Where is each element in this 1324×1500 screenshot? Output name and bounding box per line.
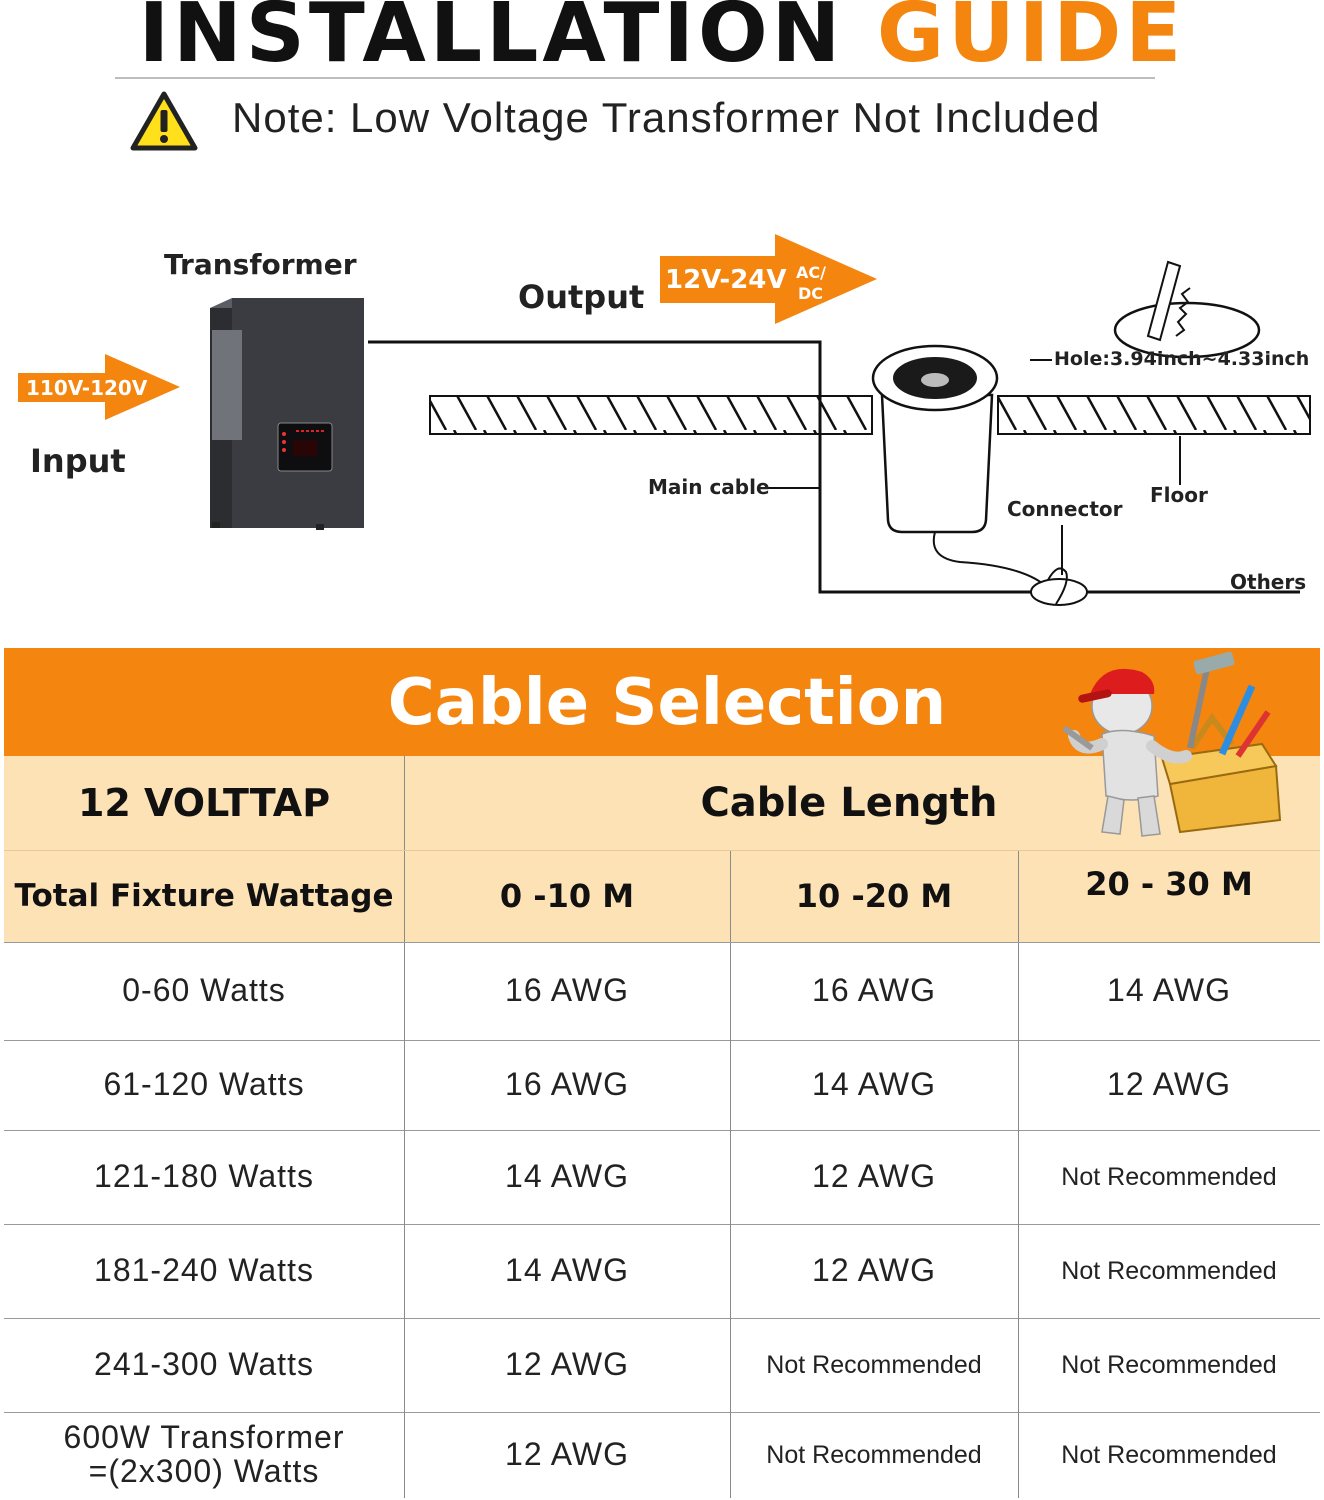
awg-cell: Not Recommended [1061, 1440, 1277, 1469]
installation-diagram: Transformer Output 12V-24V AC/ DC 110V-1… [0, 190, 1324, 630]
hole-size-label: Hole:3.94inch~4.33inch [1054, 348, 1310, 370]
output-type-dc: DC [798, 284, 824, 303]
grid-vline-2 [730, 850, 731, 1498]
grid-hline-row [4, 1318, 1320, 1319]
wattage-cell: 241-300 Watts [94, 1346, 314, 1383]
wattage-cell: 181-240 Watts [94, 1252, 314, 1289]
awg-cell: 14 AWG [505, 1252, 629, 1289]
transformer-icon [210, 298, 364, 530]
grid-hline-header-bottom [4, 942, 1320, 943]
inground-light-icon [871, 344, 1049, 589]
output-label: Output [518, 278, 645, 316]
grid-vline-1 [404, 756, 405, 1498]
awg-cell: Not Recommended [1061, 1350, 1277, 1379]
main-cable-line [368, 340, 1300, 594]
grid-hline-row [4, 1130, 1320, 1131]
grid-hline-row [4, 1224, 1320, 1225]
awg-cell: Not Recommended [766, 1350, 982, 1379]
cable-selection-title: Cable Selection [387, 666, 947, 740]
output-voltage: 12V-24V [665, 265, 787, 295]
awg-cell: Not Recommended [766, 1440, 982, 1469]
connector-icon [1030, 525, 1088, 606]
input-voltage: 110V-120V [26, 376, 148, 400]
awg-cell: 12 AWG [812, 1252, 936, 1289]
grid-hline-row [4, 1040, 1320, 1041]
col-header-20-30m: 20 - 30 M [1085, 865, 1253, 903]
title-word-installation: INSTALLATION [138, 0, 845, 81]
awg-cell: 16 AWG [812, 972, 936, 1009]
wattage-cell: 0-60 Watts [122, 972, 286, 1009]
awg-cell: 14 AWG [812, 1066, 936, 1103]
wattage-cell: 61-120 Watts [103, 1066, 305, 1103]
connector-label: Connector [1007, 497, 1123, 521]
drill-hole-icon [1030, 260, 1261, 361]
cable-length-header: Cable Length [700, 780, 998, 826]
title-divider [115, 77, 1155, 79]
awg-cell: 12 AWG [505, 1346, 629, 1383]
awg-cell: 16 AWG [505, 1066, 629, 1103]
awg-cell: 12 AWG [505, 1436, 629, 1473]
col-header-0-10m: 0 -10 M [499, 877, 635, 915]
awg-cell: 14 AWG [505, 1158, 629, 1195]
cable-selection-table: Cable Selection 12 VOLTTAP Cable Length … [4, 648, 1320, 1498]
awg-cell: Not Recommended [1061, 1162, 1277, 1191]
note-transformer-not-included: Note: Low Voltage Transformer Not Includ… [232, 94, 1101, 141]
page-title: INSTALLATION GUIDE [0, 0, 1324, 81]
transformer-label: Transformer [164, 248, 357, 281]
output-type-ac: AC/ [796, 263, 826, 282]
main-cable-label: Main cable [648, 475, 770, 499]
awg-cell: 16 AWG [505, 972, 629, 1009]
floor-slab-right [997, 395, 1311, 435]
grid-hline-row [4, 1412, 1320, 1413]
awg-cell: 12 AWG [1107, 1066, 1231, 1103]
floor-label: Floor [1150, 483, 1208, 507]
col-header-10-20m: 10 -20 M [795, 877, 953, 915]
title-word-guide: GUIDE [876, 0, 1186, 81]
floor-slab-left [429, 395, 873, 435]
awg-cell: 12 AWG [812, 1158, 936, 1195]
input-arrow-icon [18, 354, 180, 420]
warning-icon [130, 90, 198, 152]
col-header-wattage: Total Fixture Wattage [14, 878, 394, 914]
grid-vline-3 [1018, 850, 1019, 1498]
grid-hline-header [4, 850, 1320, 851]
worker-toolbox-icon [1062, 636, 1292, 846]
awg-cell: Not Recommended [1061, 1256, 1277, 1285]
input-label: Input [30, 442, 126, 480]
table-header-background [4, 756, 1320, 942]
others-label: Others [1230, 570, 1307, 594]
wattage-cell: 121-180 Watts [94, 1158, 314, 1195]
output-arrow-icon [660, 234, 877, 324]
awg-cell: 14 AWG [1107, 972, 1231, 1009]
wattage-cell: 600W Transformer =(2x300) Watts [63, 1419, 345, 1489]
volttap-header: 12 VOLTTAP [77, 781, 331, 825]
